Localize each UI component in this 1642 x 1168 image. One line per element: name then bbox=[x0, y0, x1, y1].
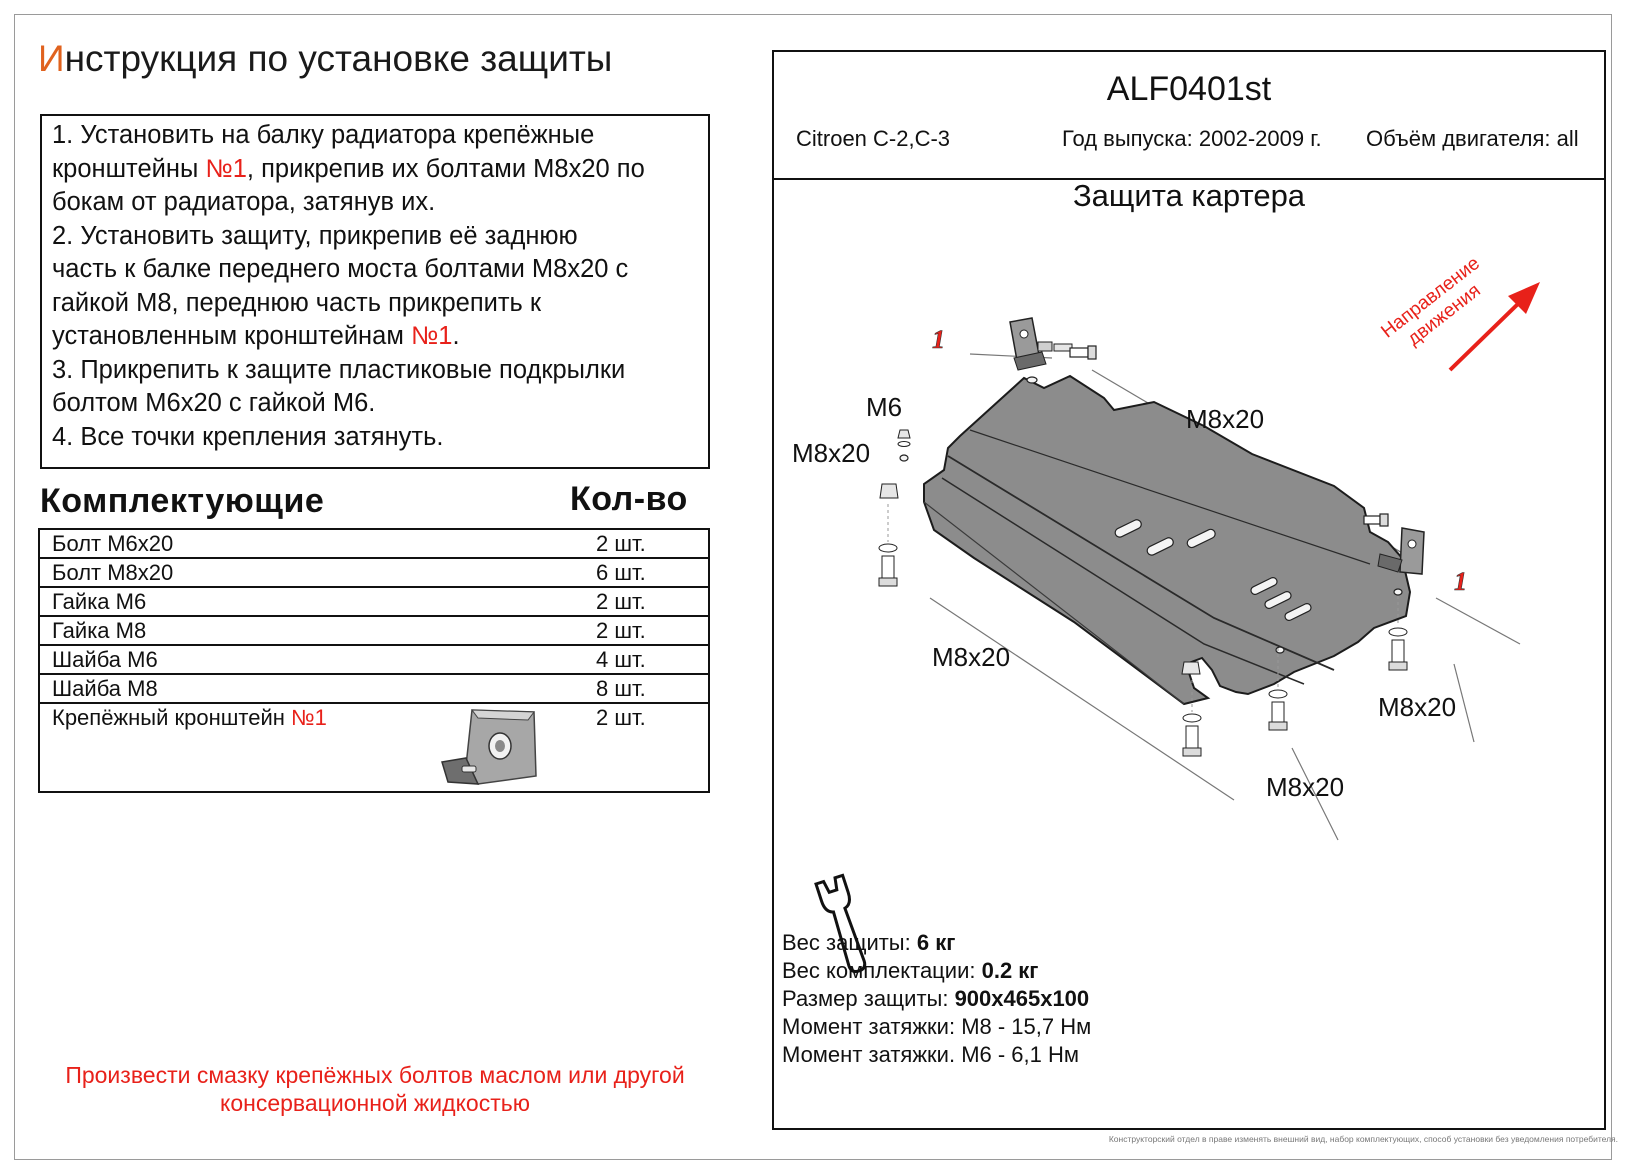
spec-line: Момент затяжки: М8 - 15,7 Нм bbox=[782, 1014, 1092, 1039]
title-initial: И bbox=[38, 38, 65, 79]
bolt-icon bbox=[878, 504, 898, 587]
instructions-box: 1. Установить на балку радиатора крепёжн… bbox=[40, 114, 710, 469]
header-divider bbox=[774, 178, 1604, 180]
bracket-image bbox=[441, 709, 537, 785]
instruction-line: болтом М6х20 с гайкой М6. bbox=[52, 389, 376, 417]
instruction-line: 2. Установить защиту, прикрепив её задню… bbox=[52, 221, 578, 250]
spec-line: Момент затяжки. М6 - 6,1 Нм bbox=[782, 1042, 1080, 1067]
bracket-ref: №1 bbox=[291, 705, 327, 730]
engine-volume: Объём двигателя: all bbox=[1366, 126, 1579, 151]
components-title: Комплектующие bbox=[40, 482, 325, 520]
label-m8-bottom: M8x20 bbox=[1266, 772, 1344, 802]
spec-line: Размер защиты: 900x465x100 bbox=[782, 986, 1090, 1011]
nut-icon bbox=[879, 483, 899, 499]
instruction-line: бокам от радиатора, затянув их. bbox=[52, 188, 436, 216]
bracket-ref: №1 bbox=[410, 322, 453, 350]
instruction-line: кронштейны №1, прикрепив их болтами М8х2… bbox=[52, 154, 645, 183]
protection-plate bbox=[899, 374, 1412, 706]
spec-line: Вес комплектации: 0.2 кг bbox=[782, 958, 1039, 983]
title-rest: нструкция по установке защиты bbox=[64, 38, 613, 79]
callout-1-top: 1 bbox=[932, 325, 945, 354]
bracket-ref: №1 bbox=[205, 154, 247, 183]
production-years: Год выпуска: 2002-2009 г. bbox=[1062, 126, 1322, 151]
instruction-line: гайкой М8, переднюю часть прикрепить к bbox=[52, 288, 542, 317]
page-frame bbox=[14, 14, 1612, 1160]
note-line: консервационной жидкостью bbox=[220, 1090, 530, 1116]
label-m8-right: M8x20 bbox=[1378, 692, 1456, 722]
wrench-icon bbox=[814, 873, 867, 974]
bolt-icon bbox=[1388, 596, 1408, 671]
note-line: Произвести смазку крепёжных болтов масло… bbox=[65, 1062, 685, 1088]
instruction-line: 4. Все точки крепления затянуть. bbox=[52, 422, 444, 451]
instruction-line: часть к балке переднего моста болтами М8… bbox=[52, 255, 629, 283]
nut-icon bbox=[897, 429, 911, 447]
bracket-1-top bbox=[1009, 317, 1073, 371]
instruction-line: установленным кронштейнам №1. bbox=[52, 322, 460, 350]
table-row: Крепёжный кронштейн №1 2 шт. bbox=[40, 704, 708, 789]
label-m6: M6 bbox=[866, 392, 902, 422]
product-code: ALF0401st bbox=[1106, 70, 1272, 108]
callout-1-right: 1 bbox=[1454, 567, 1467, 596]
car-model: Citroen C-2,C-3 bbox=[796, 126, 951, 151]
quantity-title: Кол-во bbox=[570, 480, 688, 518]
bracket-1-right bbox=[1377, 527, 1425, 575]
protection-title: Защита картера bbox=[1072, 178, 1306, 213]
assembly-diagram: Направление движения bbox=[792, 253, 1540, 974]
label-m8-left: M8x20 bbox=[792, 438, 870, 468]
instruction-line: 1. Установить на балку радиатора крепёжн… bbox=[52, 121, 595, 149]
label-m8-top: M8x20 bbox=[1186, 404, 1264, 434]
instruction-line: 3. Прикрепить к защите пластиковые подкр… bbox=[52, 355, 626, 384]
arrow-icon bbox=[1448, 282, 1540, 372]
spec-line: Вес защиты: 6 кг bbox=[782, 930, 956, 955]
product-panel: ALF0401st Citroen C-2,C-3 Год выпуска: 2… bbox=[772, 50, 1606, 1130]
bolt-icon bbox=[1268, 648, 1288, 731]
footer-disclaimer: Конструкторский отдел в праве изменять в… bbox=[1108, 1134, 1618, 1144]
page-title: Инструкция по установке защиты bbox=[38, 38, 612, 80]
bolt-icon bbox=[1363, 513, 1389, 527]
bolt-icon bbox=[1181, 661, 1202, 757]
label-m8-bottom-left: M8x20 bbox=[932, 642, 1010, 672]
bolt-icon bbox=[1069, 345, 1097, 360]
